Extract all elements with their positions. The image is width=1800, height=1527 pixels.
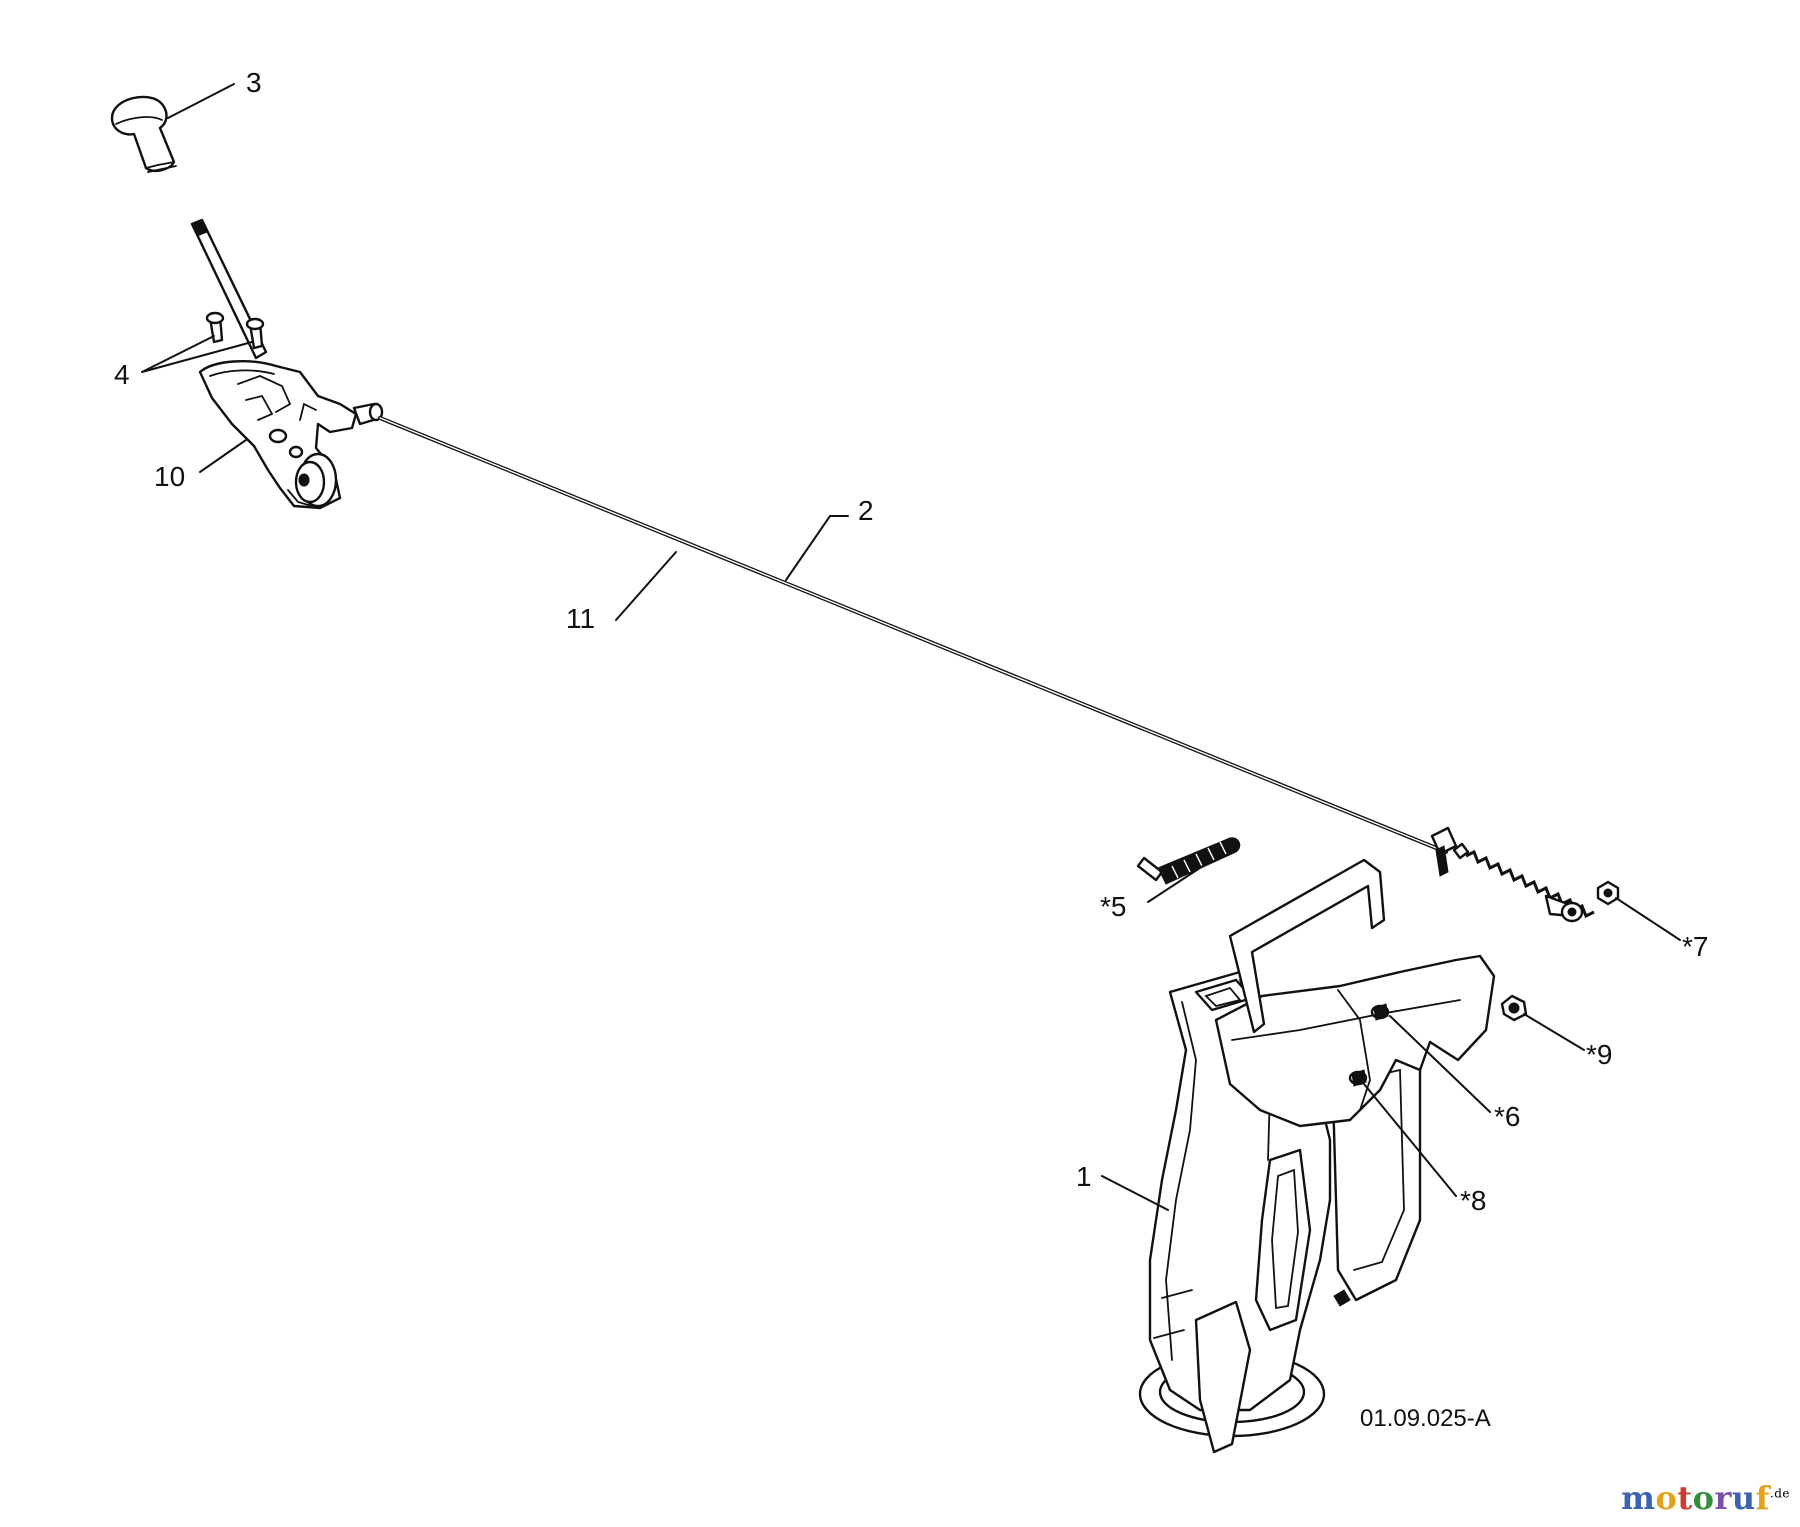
diagram-reference-code: 01.09.025-A: [1360, 1405, 1491, 1432]
callout-4: 4: [114, 359, 130, 390]
cable-end-spring: [1430, 826, 1595, 923]
leader-2: [785, 515, 849, 581]
nut-part-9: [1500, 994, 1528, 1022]
leader-8: [1363, 1083, 1457, 1197]
spring-pin-part-5: [1136, 837, 1241, 885]
leader-5: [1147, 863, 1207, 903]
nut-part-7: [1596, 880, 1620, 906]
watermark-letter: m: [1621, 1479, 1656, 1517]
leader-3: [167, 83, 235, 119]
leader-4b: [141, 341, 253, 373]
callout-8: *8: [1460, 1185, 1486, 1216]
callout-1: 1: [1076, 1161, 1092, 1192]
knob-part-3: [110, 95, 177, 173]
leader-4a: [141, 335, 215, 373]
shift-lever-bracket-part-10: [190, 218, 384, 510]
leader-11: [615, 551, 677, 621]
watermark-letter: r: [1714, 1479, 1732, 1517]
watermark-letter: o: [1655, 1479, 1678, 1517]
leader-lines: [141, 83, 1681, 1211]
leader-7: [1615, 897, 1681, 941]
callout-labels: 3 4 10 2 11 *5 *7 *9 *6 *8 1: [114, 67, 1708, 1216]
bolt-part-6: [1370, 1003, 1390, 1021]
callout-10: 10: [154, 461, 185, 492]
callout-11: 11: [566, 603, 595, 634]
bolt-part-8: [1348, 1069, 1368, 1087]
callout-3: 3: [246, 67, 262, 98]
watermark-logo: motoruf.de: [1621, 1479, 1790, 1517]
bolt-part-4a: [205, 311, 225, 344]
callout-6: *6: [1494, 1101, 1520, 1132]
watermark-letter: o: [1692, 1479, 1715, 1517]
discharge-chute-part-1: [1138, 858, 1496, 1454]
leader-1: [1101, 1175, 1169, 1211]
callout-9: *9: [1586, 1039, 1612, 1070]
callout-7: *7: [1682, 931, 1708, 962]
watermark-letter: u: [1731, 1479, 1756, 1517]
watermark-suffix: .de: [1769, 1486, 1790, 1501]
leader-6: [1389, 1015, 1491, 1113]
leader-10: [199, 439, 247, 473]
control-cable-part-2-11: [378, 416, 1448, 854]
callout-2: 2: [858, 495, 874, 526]
bolt-part-4b: [245, 317, 265, 350]
callout-5: *5: [1100, 891, 1126, 922]
watermark-letter: f: [1755, 1479, 1770, 1517]
leader-9: [1523, 1013, 1585, 1051]
watermark-letter: t: [1677, 1479, 1693, 1517]
